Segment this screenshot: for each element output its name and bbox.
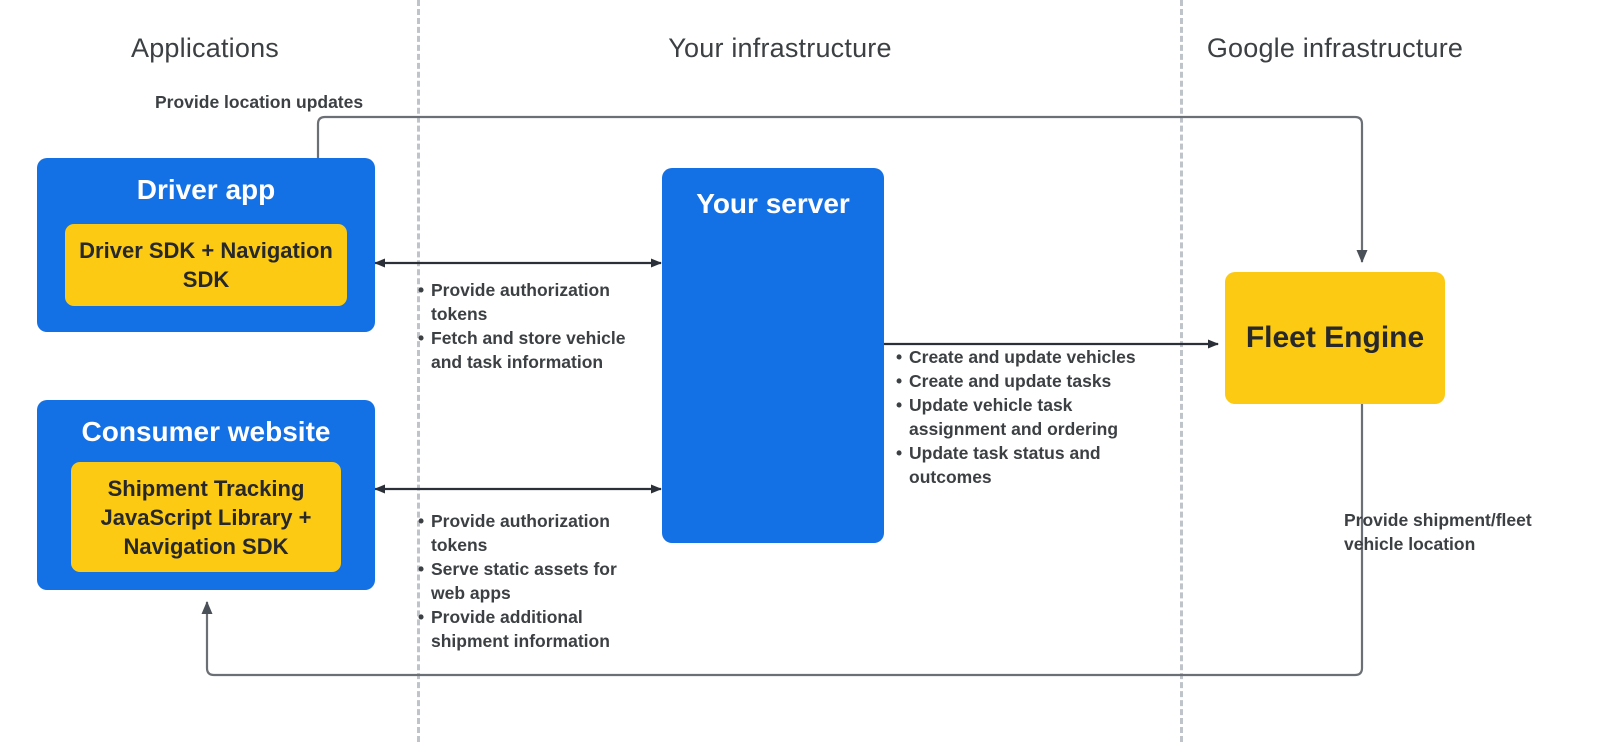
annotation-consumer-server-bullets: Provide authorization tokens Serve stati… (418, 509, 633, 653)
column-header-google-infrastructure: Google infrastructure (1206, 33, 1464, 63)
list-item: Fetch and store vehicle and task informa… (418, 326, 650, 374)
column-header-your-infrastructure: Your infrastructure (668, 33, 892, 63)
driver-server-bullet-list: Provide authorization tokens Fetch and s… (418, 278, 650, 374)
annotation-driver-server-bullets: Provide authorization tokens Fetch and s… (418, 278, 650, 374)
node-driver-app[interactable]: Driver app Driver SDK + Navigation SDK (37, 158, 375, 332)
node-consumer-website-title: Consumer website (81, 416, 331, 447)
consumer-server-bullet-list: Provide authorization tokens Serve stati… (418, 509, 633, 653)
list-item: Provide authorization tokens (418, 509, 633, 557)
annotation-provide-location-updates: Provide location updates (155, 92, 364, 112)
list-item: Update task status and outcomes (896, 441, 1150, 489)
list-item: Provide additional shipment information (418, 605, 633, 653)
wire-fleet-engine-to-consumer-website (201, 404, 1364, 677)
list-item: Create and update vehicles (896, 345, 1150, 369)
node-your-server-title: Your server (696, 188, 850, 219)
list-item: Serve static assets for web apps (418, 557, 633, 605)
node-fleet-engine[interactable]: Fleet Engine (1225, 272, 1445, 404)
column-header-applications: Applications (131, 33, 279, 63)
node-fleet-engine-title: Fleet Engine (1245, 321, 1425, 354)
server-fleet-bullet-list: Create and update vehicles Create and up… (896, 345, 1150, 489)
annotation-server-fleet-bullets: Create and update vehicles Create and up… (896, 345, 1150, 489)
annotation-provide-shipment-fleet-vehicle-location: Provide shipment/fleet vehicle location (1344, 510, 1532, 554)
zone-divider-infrastructure-google (1180, 0, 1183, 742)
node-driver-app-title: Driver app (136, 174, 276, 205)
node-driver-sdk[interactable]: Driver SDK + Navigation SDK (65, 224, 347, 306)
list-item: Provide authorization tokens (418, 278, 650, 326)
wire-driver-to-fleet-engine (316, 115, 1368, 263)
node-your-server[interactable]: Your server (662, 168, 884, 543)
list-item: Update vehicle task assignment and order… (896, 393, 1150, 441)
node-shipment-tracking-library[interactable]: Shipment Tracking JavaScript Library + N… (71, 462, 341, 572)
list-item: Create and update tasks (896, 369, 1150, 393)
node-consumer-website[interactable]: Consumer website Shipment Tracking JavaS… (37, 400, 375, 590)
